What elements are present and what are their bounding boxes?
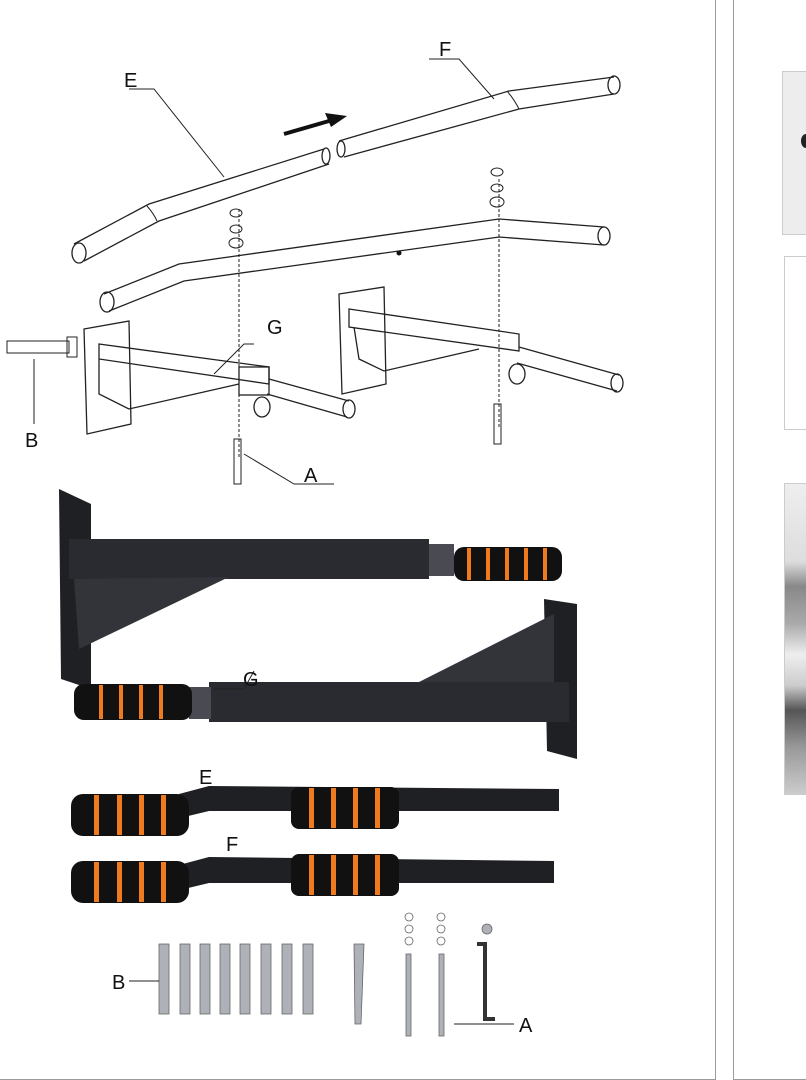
expansion-bolt-drawing bbox=[6, 336, 78, 358]
photo-label-e: E bbox=[199, 767, 212, 789]
direction-arrow bbox=[283, 119, 330, 136]
label-b: B bbox=[25, 430, 38, 452]
photo-leader-g bbox=[214, 670, 255, 690]
label-f: F bbox=[439, 39, 451, 61]
photo-label-g: G bbox=[243, 669, 259, 691]
right-bracket-drawing bbox=[338, 179, 624, 429]
assembled-bar-drawing bbox=[99, 218, 611, 313]
label-e: E bbox=[124, 70, 137, 92]
assembly-diagram: E F G B A G bbox=[6, 39, 624, 1037]
label-a: A bbox=[304, 465, 318, 487]
washers-nuts-drawing bbox=[228, 167, 505, 485]
arrow-head-icon bbox=[325, 113, 347, 127]
adjacent-page bbox=[733, 0, 806, 1080]
photo-label-b: B bbox=[112, 972, 125, 994]
leader-e bbox=[129, 88, 225, 178]
photo-label-a: A bbox=[519, 1015, 533, 1037]
leader-g bbox=[213, 343, 254, 375]
photo-bracket-bottom bbox=[74, 599, 577, 759]
label-g: G bbox=[267, 317, 283, 339]
bar-f-drawing bbox=[336, 75, 621, 158]
left-bracket-drawing bbox=[83, 209, 356, 459]
adjacent-thumbnail-1 bbox=[782, 71, 806, 235]
leader-a bbox=[243, 453, 334, 485]
assembly-page: E F G B A G bbox=[0, 0, 716, 1080]
adjacent-thumbnail-2 bbox=[784, 256, 806, 430]
photo-bar-f bbox=[71, 854, 554, 903]
photo-bracket-top bbox=[59, 489, 562, 689]
adjacent-photo bbox=[784, 483, 806, 795]
bar-e-drawing bbox=[71, 147, 331, 264]
photo-bar-e bbox=[71, 786, 559, 836]
photo-hardware bbox=[158, 912, 495, 1037]
photo-label-f: F bbox=[226, 834, 238, 856]
leader-f bbox=[429, 58, 495, 100]
